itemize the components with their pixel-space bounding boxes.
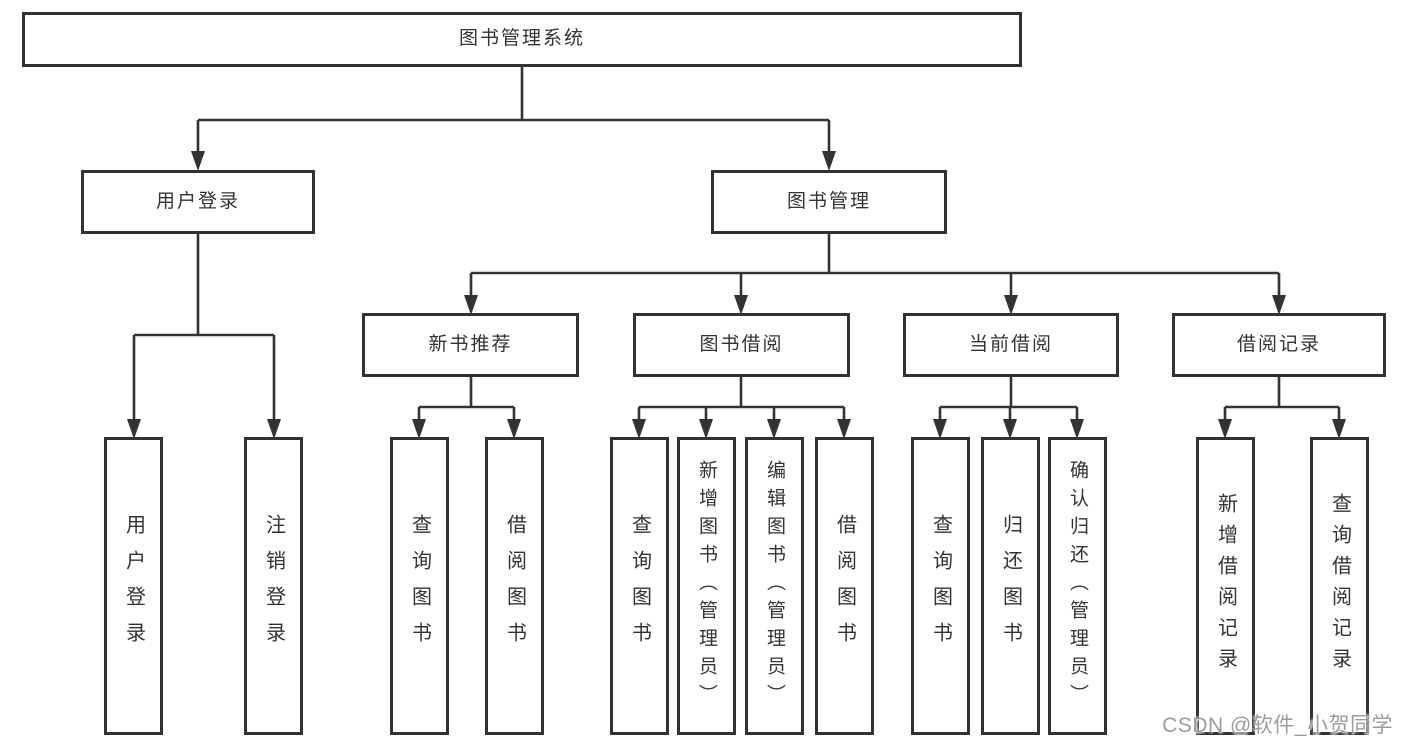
node-leaf-borrow-books-recommend: 借阅图书 [485, 437, 544, 735]
node-leaf-query-books-borrow: 查询图书 [610, 437, 669, 735]
node-book-borrow: 图书借阅 [633, 313, 850, 377]
node-current-borrow: 当前借阅 [903, 313, 1119, 377]
node-borrow-records: 借阅记录 [1172, 313, 1386, 377]
node-new-book-recommend: 新书推荐 [362, 313, 579, 377]
node-library-management-system: 图书管理系统 [22, 12, 1022, 67]
csdn-watermark: CSDN @软件_小贺同学 [1162, 714, 1393, 737]
node-book-management: 图书管理 [711, 170, 947, 234]
node-leaf-borrow-books: 借阅图书 [815, 437, 874, 735]
node-leaf-add-borrow-record: 新增借阅记录 [1196, 437, 1255, 735]
node-user-login: 用户登录 [81, 170, 315, 234]
node-leaf-add-book-admin: 新增图书（管理员） [677, 437, 736, 735]
node-leaf-edit-book-admin: 编辑图书（管理员） [745, 437, 804, 735]
node-leaf-query-borrow-record: 查询借阅记录 [1310, 437, 1369, 735]
node-leaf-query-books-recommend: 查询图书 [390, 437, 449, 735]
node-leaf-return-book: 归还图书 [981, 437, 1040, 735]
node-leaf-query-books-current: 查询图书 [911, 437, 970, 735]
node-leaf-confirm-return-admin: 确认归还（管理员） [1048, 437, 1107, 735]
node-leaf-logout: 注销登录 [244, 437, 303, 735]
node-leaf-user-login: 用户登录 [104, 437, 163, 735]
